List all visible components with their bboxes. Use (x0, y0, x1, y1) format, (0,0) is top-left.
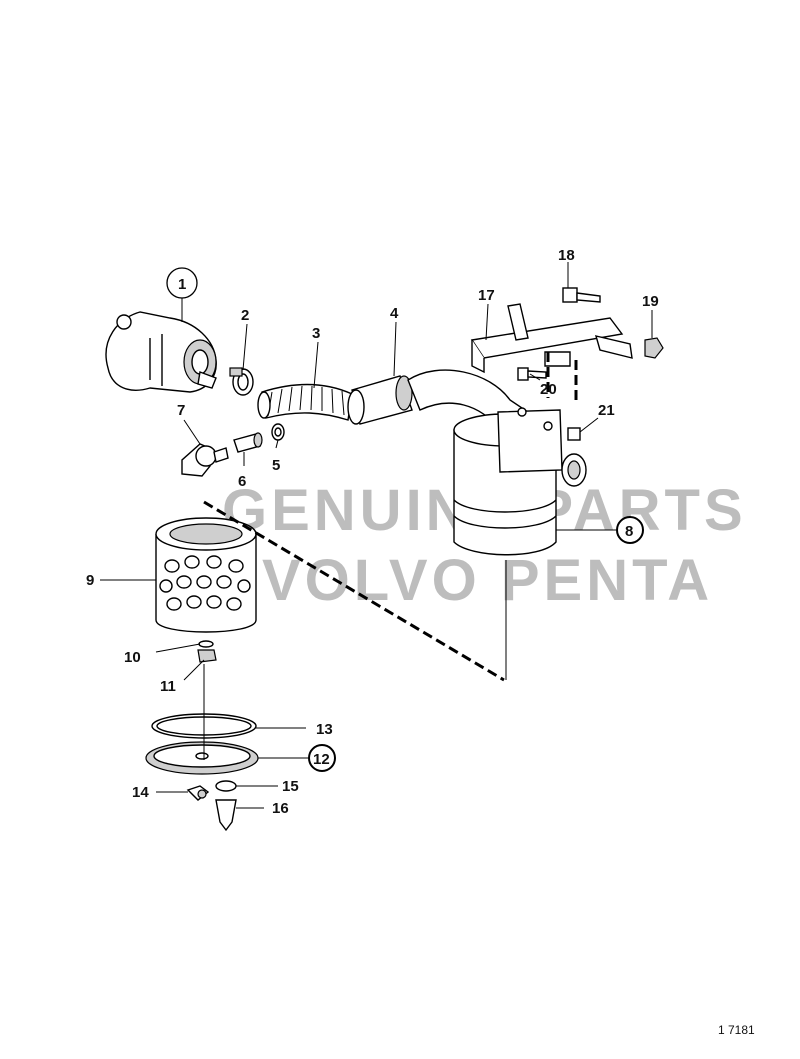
part-18-bolt (562, 287, 601, 303)
part-8-filter-housing (407, 369, 587, 556)
label-12: 12 (313, 751, 330, 768)
part-7-indicator (181, 443, 229, 477)
part-20-bolt (517, 367, 547, 381)
part-11-nut (197, 649, 217, 663)
label-17: 17 (478, 287, 495, 304)
part-16-drain-valve (215, 799, 237, 832)
part-2-clamp (229, 367, 254, 396)
label-4: 4 (390, 305, 399, 322)
label-15: 15 (282, 778, 299, 795)
label-18: 18 (558, 247, 575, 264)
label-9: 9 (86, 572, 94, 589)
part-6-adapter (233, 432, 263, 453)
label-8: 8 (625, 523, 633, 540)
label-2: 2 (241, 307, 249, 324)
label-7: 7 (177, 402, 185, 419)
part-4-hose-connector (347, 375, 413, 425)
label-16: 16 (272, 800, 289, 817)
drawing-number: 1 7181 (718, 1023, 755, 1037)
label-14: 14 (132, 784, 149, 801)
label-5: 5 (272, 457, 280, 474)
assembly-dashed-lines (203, 352, 578, 682)
watermark-line-2: VOLVO PENTA (262, 548, 713, 613)
part-1-inlet-housing (105, 311, 217, 393)
leader-lines (100, 262, 653, 809)
part-17-bracket (470, 303, 633, 374)
part-10-washer (198, 640, 214, 648)
label-10: 10 (124, 649, 141, 666)
label-3: 3 (312, 325, 320, 342)
label-19: 19 (642, 293, 659, 310)
label-13: 13 (316, 721, 333, 738)
label-11: 11 (160, 678, 176, 695)
part-9-filter-element (155, 517, 257, 633)
label-21: 21 (598, 402, 615, 419)
part-3-corrugated-hose (257, 383, 353, 421)
part-14-wing-nut (186, 785, 210, 801)
callout-circles (166, 267, 644, 772)
part-15-hose-clamp (215, 780, 237, 792)
part-5-washer (271, 423, 285, 441)
part-21-nut (567, 427, 581, 441)
part-12-cover (145, 741, 259, 775)
label-6: 6 (238, 473, 246, 490)
label-1: 1 (178, 276, 186, 293)
part-19-nut (644, 337, 664, 359)
part-labels: 1 2 3 4 5 6 7 8 9 10 11 12 13 14 15 16 1… (86, 247, 659, 817)
filter-perforations (159, 555, 251, 611)
label-20: 20 (540, 381, 557, 398)
